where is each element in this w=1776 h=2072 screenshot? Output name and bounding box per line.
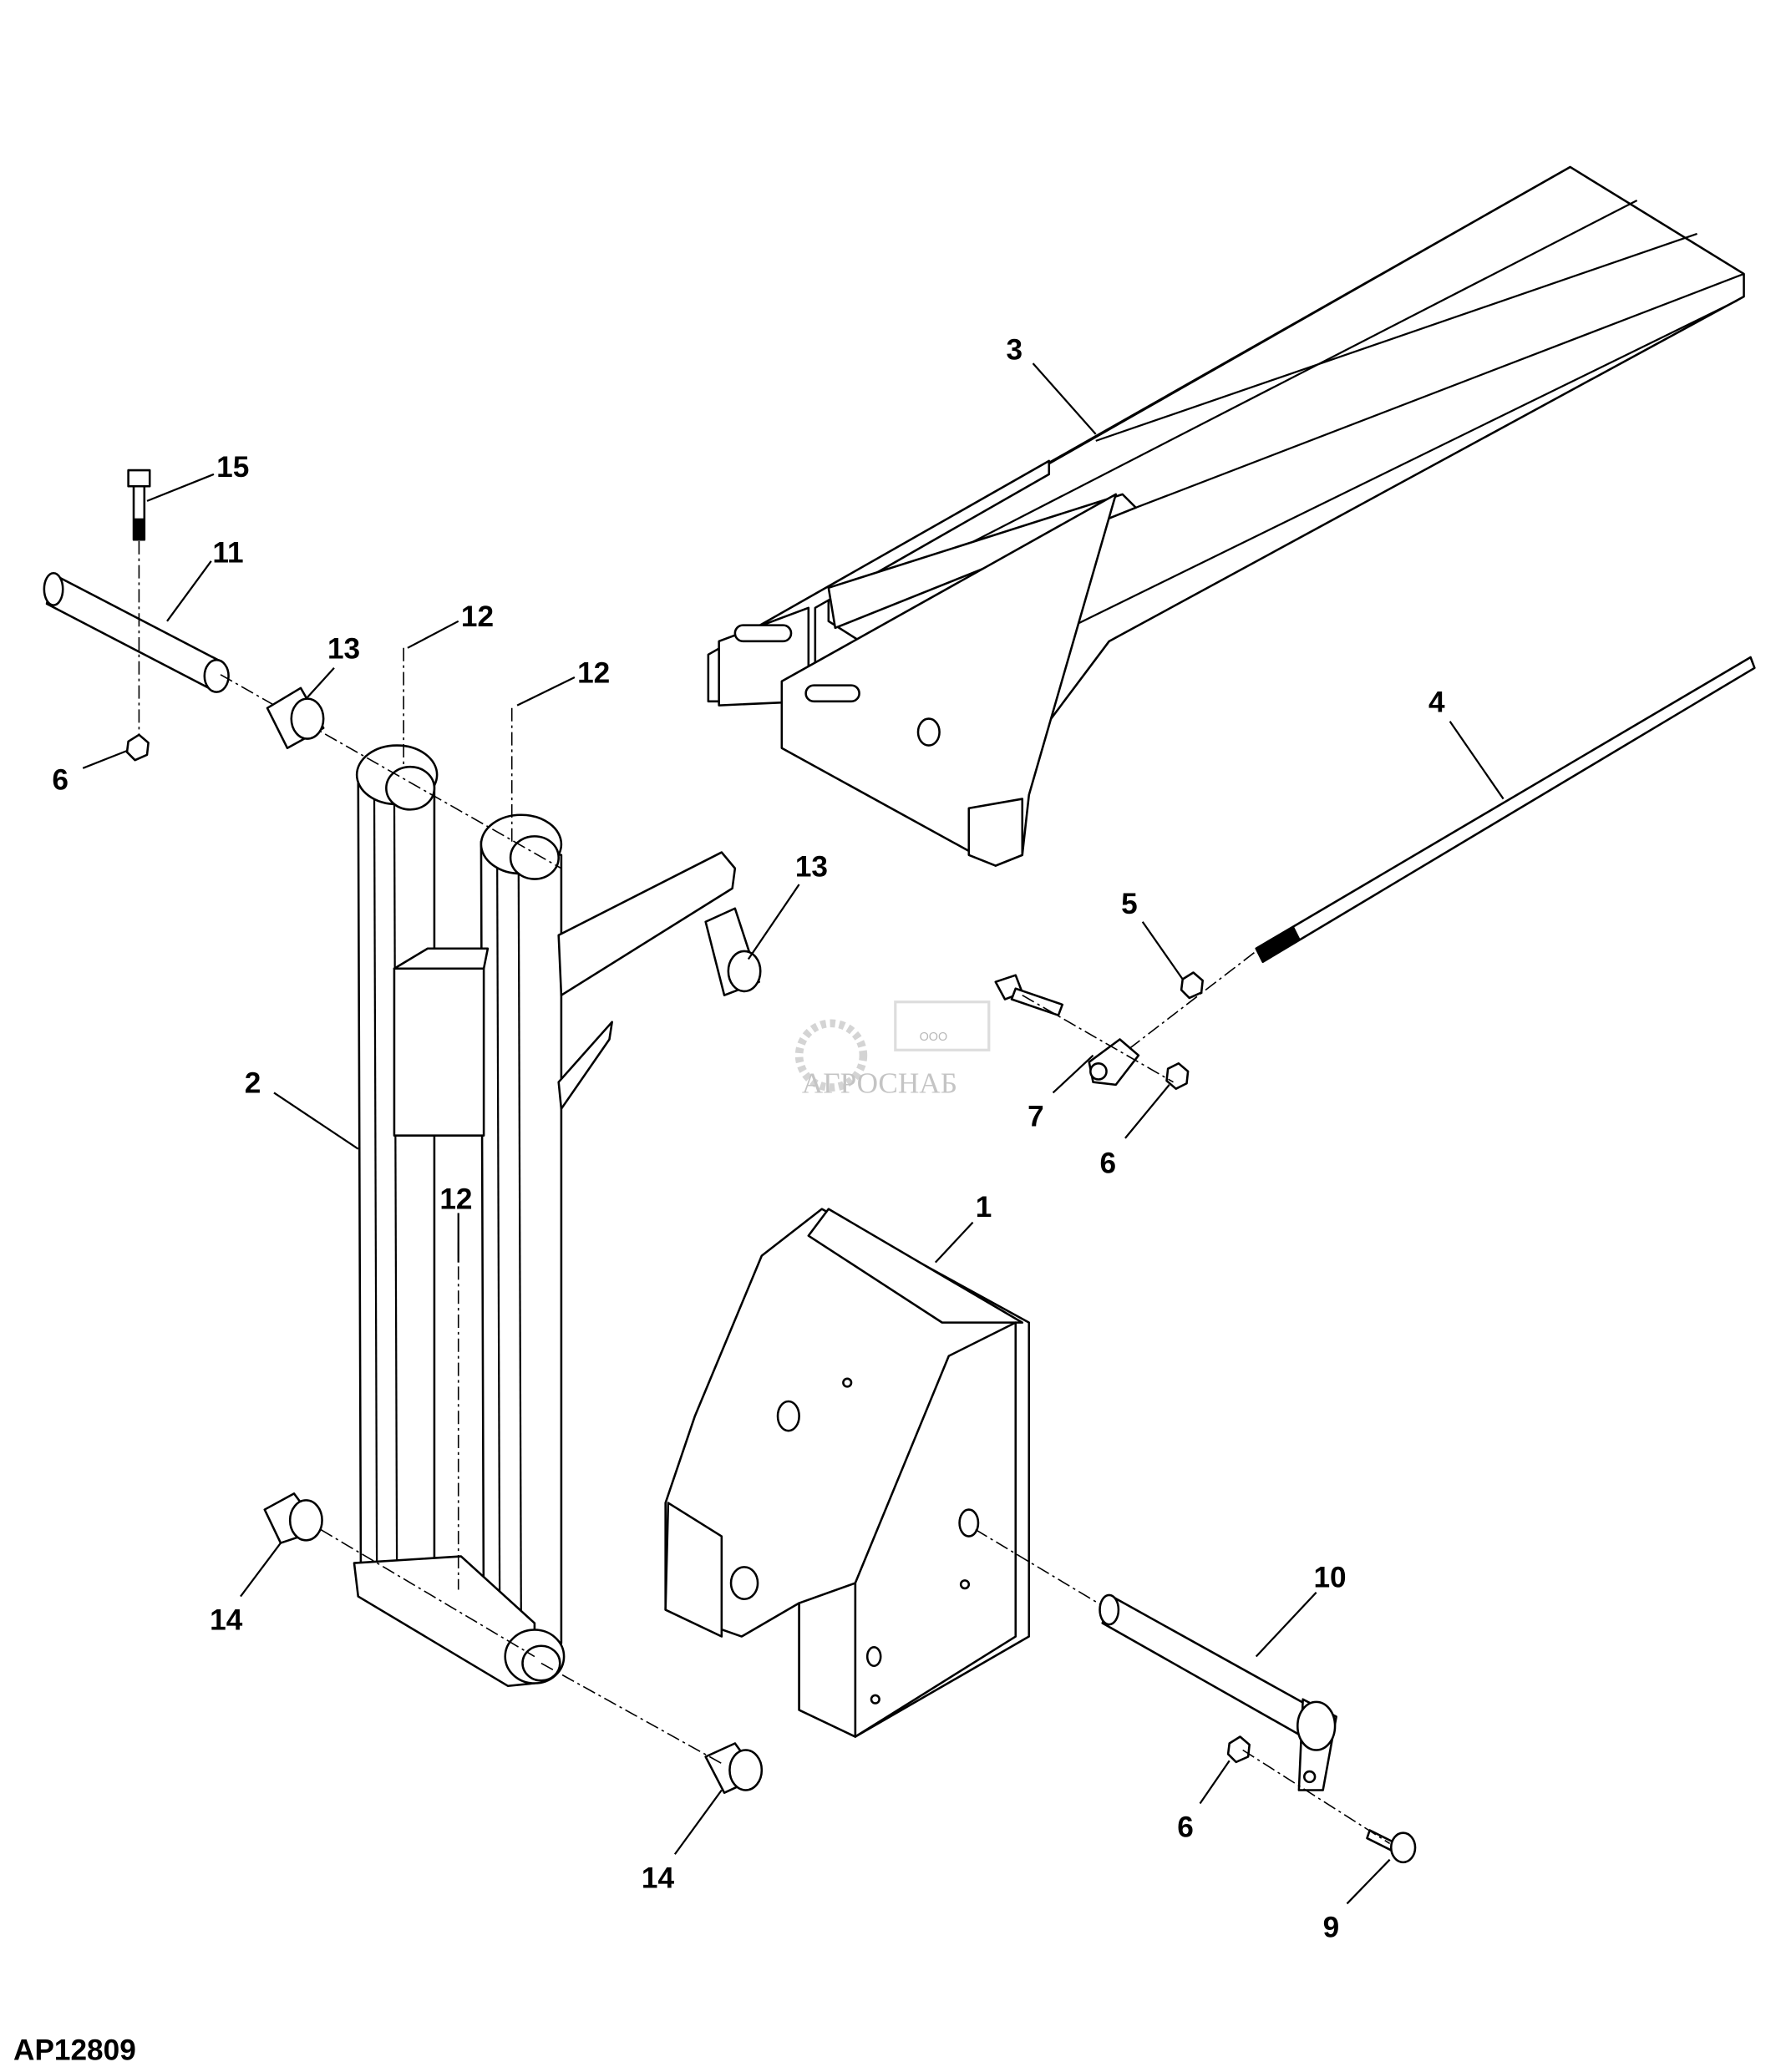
part-10-pin xyxy=(1099,1593,1337,1791)
part-6-nut-c xyxy=(1226,1735,1251,1764)
part-7-clevis xyxy=(1088,1038,1140,1087)
callout-9: 9 xyxy=(1323,1911,1340,1943)
callout-4: 4 xyxy=(1428,686,1445,719)
callout-14: 14 xyxy=(642,1862,675,1894)
callout-3: 3 xyxy=(1007,333,1023,366)
watermark-name: АГРОСНАБ xyxy=(802,1066,957,1099)
callout-5: 5 xyxy=(1121,888,1138,920)
callout-11: 11 xyxy=(212,536,243,569)
watermark-logo: ООО АГРОСНАБ xyxy=(794,1001,991,1099)
part-3-boom xyxy=(707,165,1745,867)
callout-10: 10 xyxy=(1313,1561,1346,1593)
part-9-bolt xyxy=(1366,1829,1417,1864)
callout-6: 6 xyxy=(1177,1811,1194,1843)
callout-15: 15 xyxy=(216,451,249,484)
callout-2: 2 xyxy=(245,1066,261,1099)
part-5-nut xyxy=(1180,971,1204,1000)
part-14-bushing-a xyxy=(263,1492,323,1544)
watermark-prefix: ООО xyxy=(920,1031,948,1044)
callout-12: 12 xyxy=(577,656,610,689)
part-15-bolt xyxy=(127,469,151,541)
callout-13: 13 xyxy=(327,633,360,666)
part-14-bushing-b xyxy=(704,1742,764,1794)
part-13-bushing-b xyxy=(704,907,762,996)
callouts: 15 11 12 13 12 6 3 4 13 5 2 7 6 12 1 14 … xyxy=(52,333,1445,1943)
callout-12: 12 xyxy=(461,600,494,633)
callout-1: 1 xyxy=(976,1191,992,1223)
part-4-rod xyxy=(1255,656,1756,964)
part-13-bushing-a xyxy=(266,686,325,750)
callout-12: 12 xyxy=(439,1183,472,1216)
callout-6: 6 xyxy=(1100,1147,1117,1179)
bolt xyxy=(994,974,1064,1016)
figure-id: AP12809 xyxy=(13,2034,136,2067)
part-6-nut-b xyxy=(1165,1062,1190,1090)
callout-14: 14 xyxy=(210,1604,243,1637)
callout-6: 6 xyxy=(52,763,69,796)
part-2-frame xyxy=(353,744,737,1687)
part-1-bracket xyxy=(664,1208,1031,1738)
callout-7: 7 xyxy=(1028,1100,1044,1132)
part-11-pin xyxy=(43,571,230,693)
part-6-nut-a xyxy=(125,733,150,762)
callout-13: 13 xyxy=(795,850,828,883)
leader-lines xyxy=(82,362,1505,1905)
